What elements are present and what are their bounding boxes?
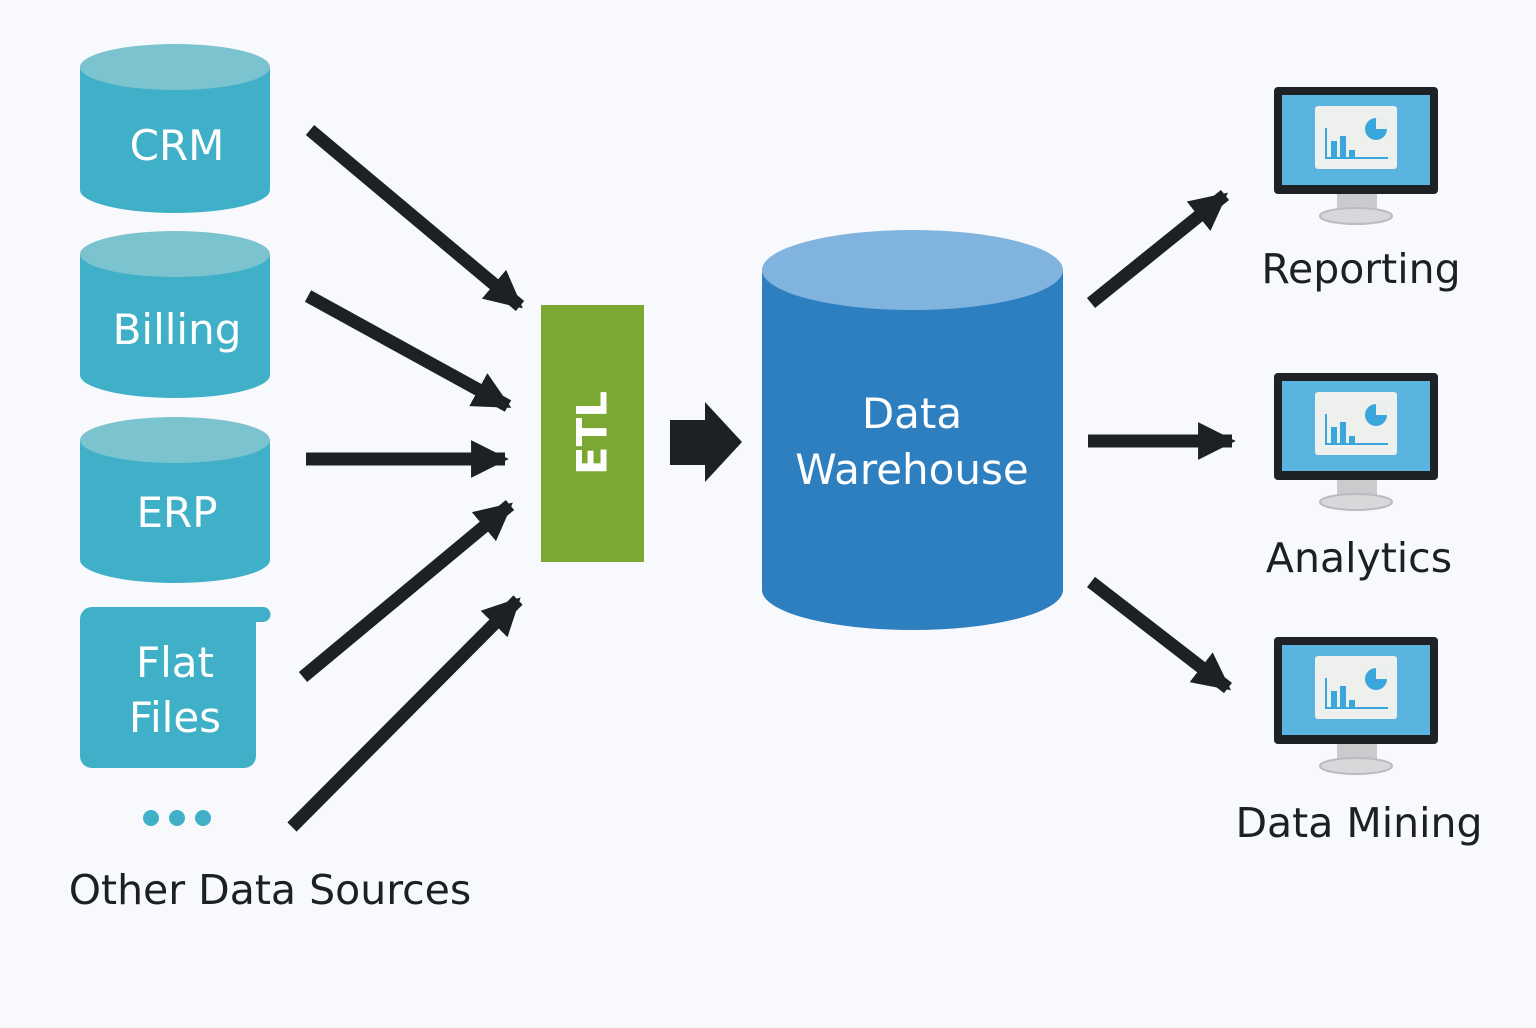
monitor-chart-icon (1273, 636, 1439, 775)
data-warehouse: Data Warehouse (762, 230, 1063, 630)
source-label: ERP (136, 488, 217, 537)
etl-label: ETL (568, 391, 617, 475)
source-billing: Billing (80, 231, 270, 398)
arrow-to-data-mining (1087, 576, 1232, 694)
output-label: Analytics (1266, 534, 1452, 582)
source-label: Files (129, 693, 221, 742)
output-label: Data Mining (1235, 799, 1482, 847)
monitor-chart-icon (1273, 86, 1439, 225)
output-data-mining: Data Mining (1235, 636, 1483, 847)
source-label: Flat (136, 638, 214, 687)
warehouse-label: Data (862, 389, 962, 438)
arrow-other-to-etl (287, 595, 523, 832)
arrow-crm-to-etl (305, 125, 525, 311)
arrow-etl-to-warehouse (670, 402, 742, 482)
etl-box: ETL (541, 305, 644, 562)
arrow-files-to-etl (298, 500, 515, 682)
output-reporting: Reporting (1261, 86, 1461, 293)
ellipsis-dots-icon (143, 810, 211, 826)
source-flat-files: Flat Files (80, 607, 271, 768)
arrow-billing-to-etl (304, 290, 512, 412)
output-analytics: Analytics (1266, 372, 1452, 582)
source-crm: CRM (80, 44, 270, 213)
source-label: CRM (130, 121, 225, 170)
output-label: Reporting (1261, 245, 1460, 293)
other-sources-caption: Other Data Sources (69, 866, 472, 914)
source-erp: ERP (80, 417, 270, 583)
arrow-to-reporting (1086, 189, 1230, 309)
source-label: Billing (113, 305, 242, 354)
monitor-chart-icon (1273, 372, 1439, 511)
warehouse-label: Warehouse (795, 445, 1028, 494)
